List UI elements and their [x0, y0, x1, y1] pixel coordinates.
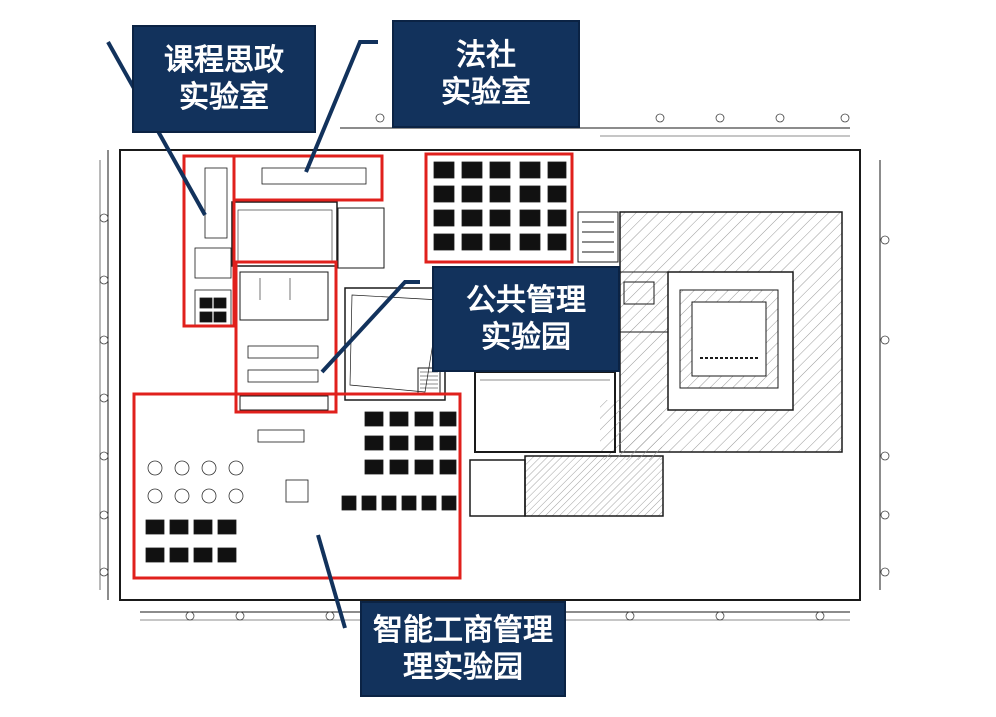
highlight-gongshang [132, 392, 462, 580]
callout-sizheng: 课程思政 实验室 [132, 25, 316, 133]
furniture-layout [145, 161, 567, 563]
callout-sizheng-line1: 课程思政 [164, 42, 284, 78]
callout-gonggong-line2: 实验园 [481, 320, 571, 355]
highlight-boxes [132, 152, 574, 580]
leader-fashe [304, 40, 378, 173]
leader-gongshang [316, 534, 347, 629]
leader-gonggong [320, 280, 420, 374]
highlight-sizheng-vertical [182, 154, 236, 328]
callout-gonggong: 公共管理 实验园 [432, 266, 620, 372]
callout-fashe: 法社 实验室 [392, 20, 580, 128]
callout-fashe-line2: 实验室 [441, 75, 531, 110]
grid-axis-markers [99, 113, 890, 621]
service-rooms [577, 211, 669, 333]
callout-gonggong-line1: 公共管理 [466, 282, 586, 318]
callout-sizheng-line2: 实验室 [179, 80, 269, 115]
highlight-fashe [424, 152, 574, 264]
callout-gongshang: 智能工商管理 理实验园 [360, 601, 566, 697]
callout-gongshang-line2: 理实验园 [403, 650, 523, 685]
callout-gongshang-line1: 智能工商管理 [373, 612, 553, 648]
highlight-gonggong [234, 260, 338, 414]
highlight-sizheng-horizontal [232, 154, 384, 202]
building-outline [99, 127, 881, 621]
left-wing-rooms [194, 201, 385, 411]
callout-fashe-line1: 法社 [456, 37, 516, 73]
